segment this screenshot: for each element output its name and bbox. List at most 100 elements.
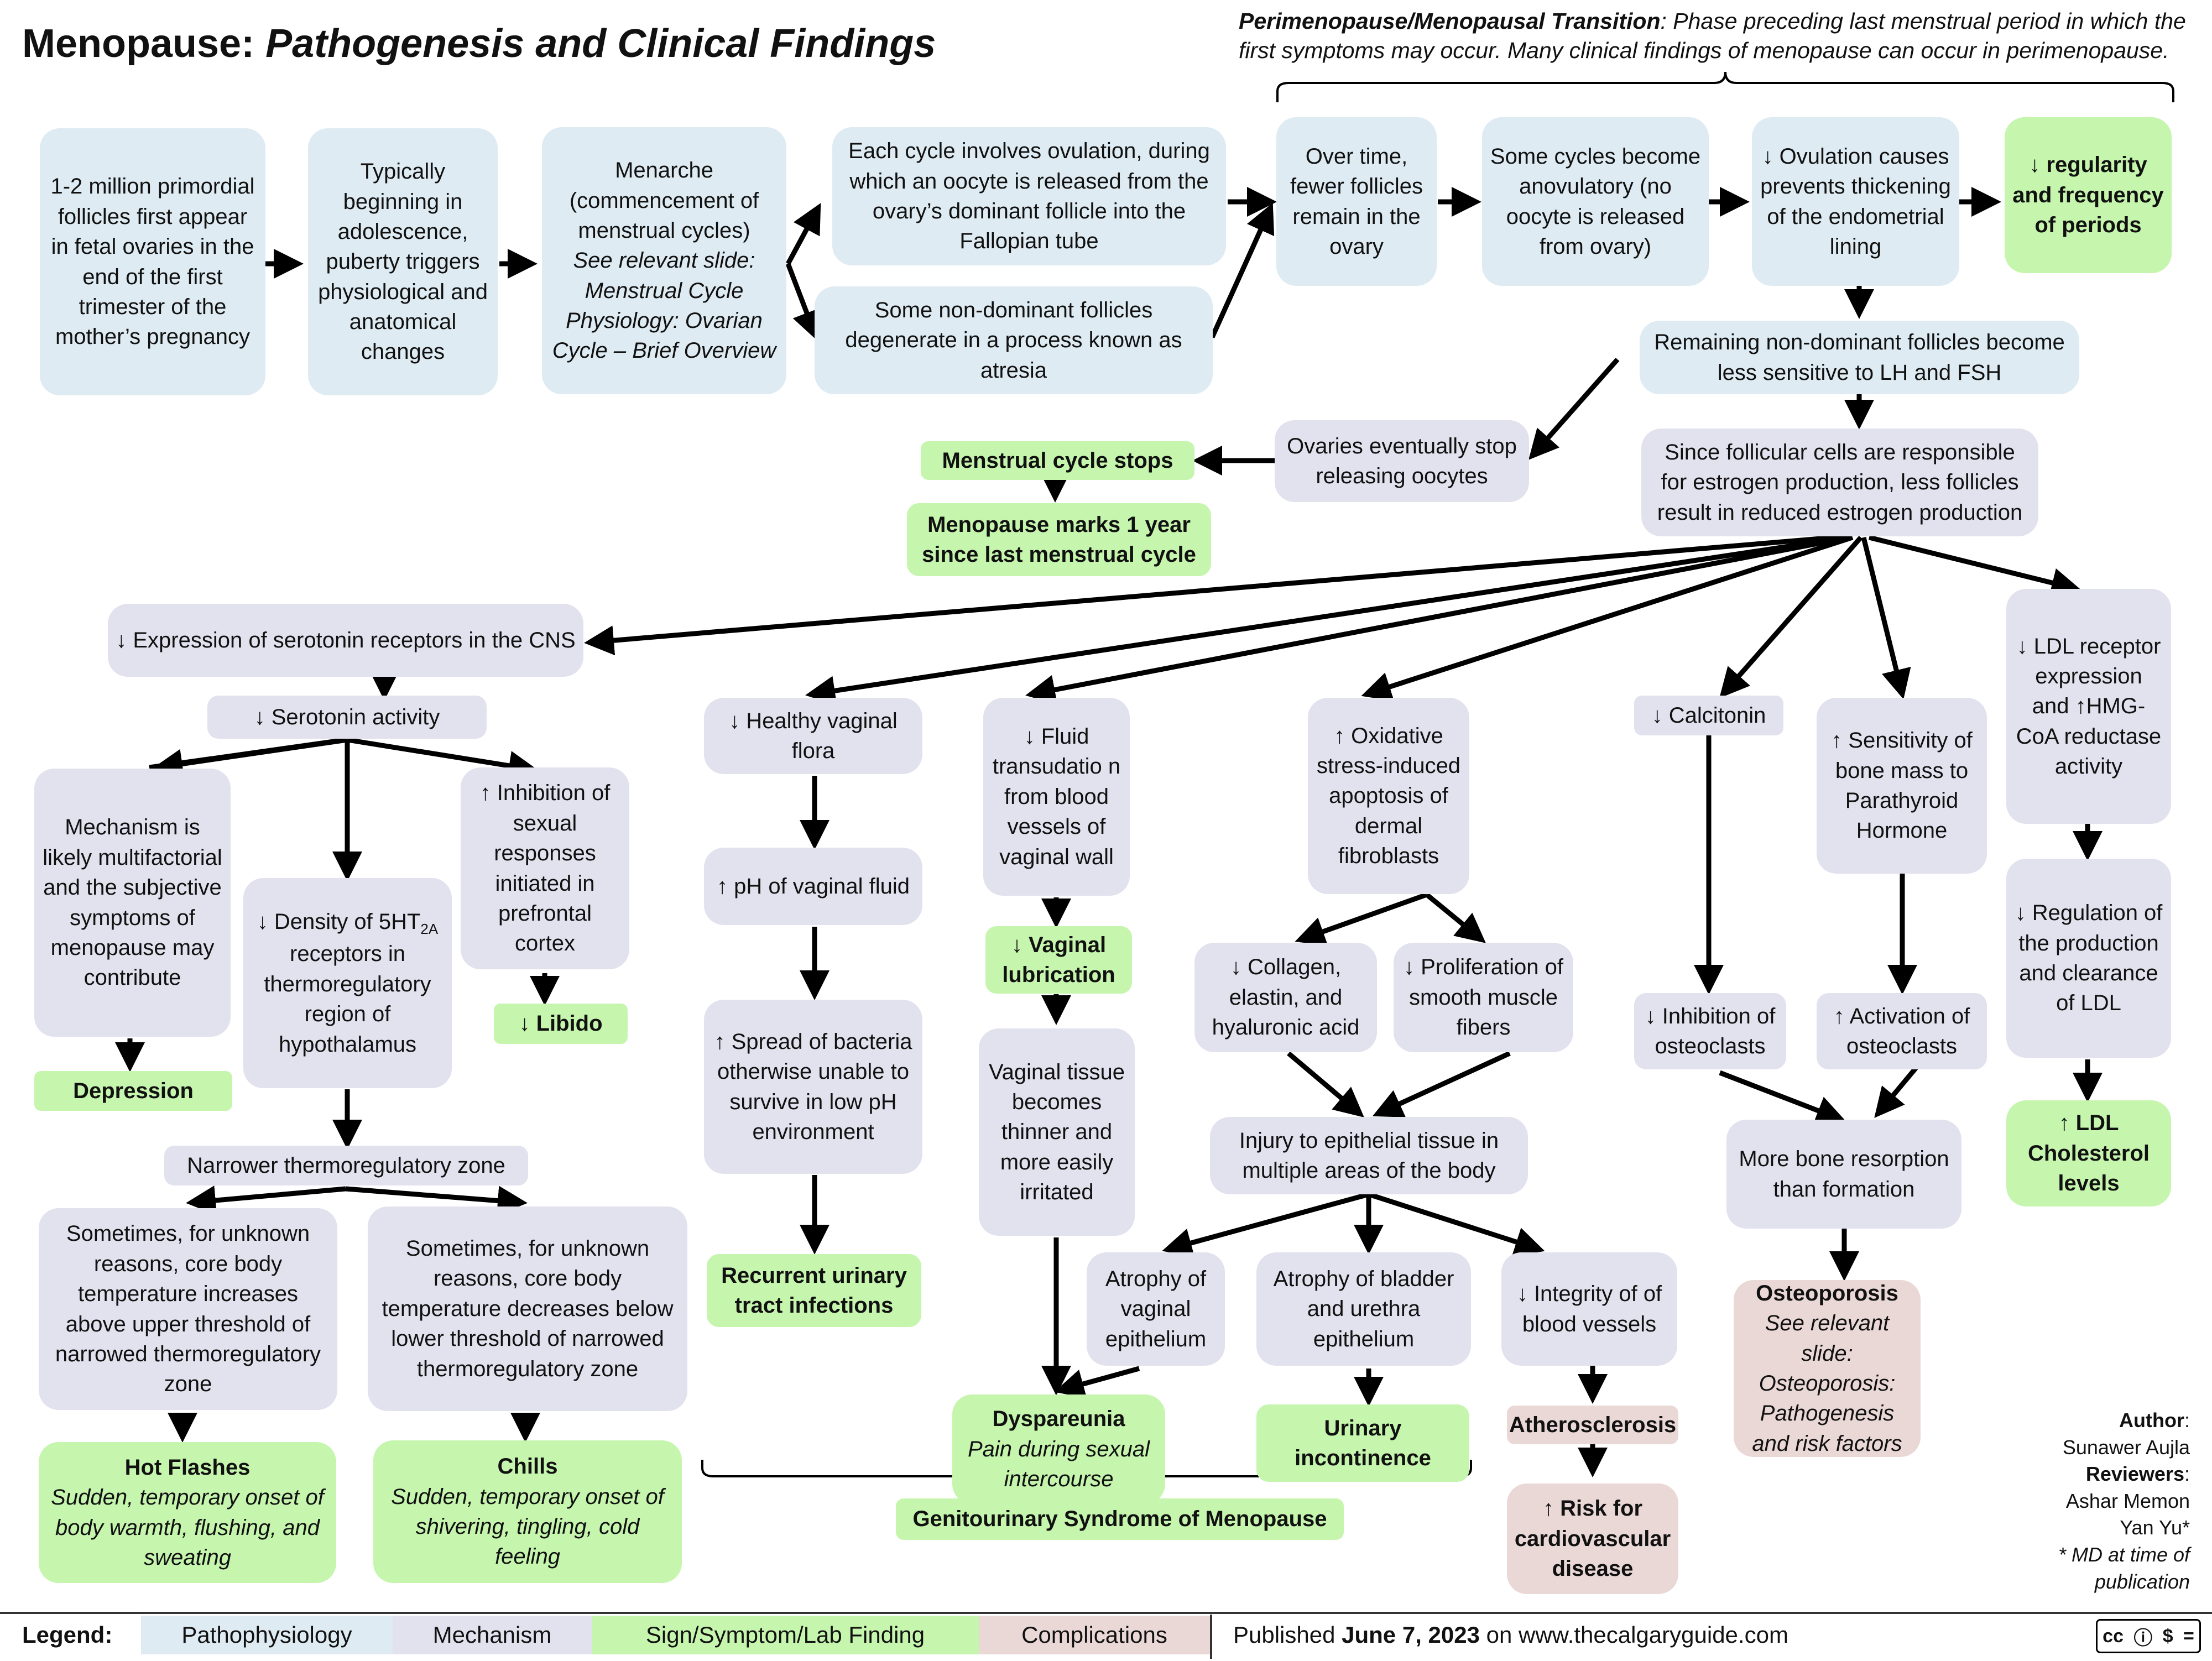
ldl-regulation-box: ↓ Regulation of the production and clear…: [2006, 859, 2171, 1058]
oxidative-stress-box: ↑ Oxidative stress-induced apoptosis of …: [1308, 698, 1469, 894]
activation-osteoclasts-text: ↑ Activation of osteoclasts: [1833, 1004, 1970, 1058]
ph-vaginal-box: ↑ pH of vaginal fluid: [704, 848, 922, 925]
reviewers-label: Reviewers: [2085, 1462, 2184, 1486]
ldl-regulation-text: ↓ Regulation of the production and clear…: [2015, 901, 2163, 1016]
fetal-follicles-box: 1-2 million primordial follicles first a…: [40, 128, 265, 395]
legend-label: Legend:: [22, 1622, 113, 1648]
ovulation-down-text: ↓ Ovulation causes prevents thickening o…: [1760, 144, 1951, 259]
fetal-follicles-text: 1-2 million primordial follicles first a…: [50, 174, 255, 349]
collagen-box: ↓ Collagen, elastin, and hyaluronic acid: [1194, 943, 1377, 1052]
fluid-transudation-box: ↓ Fluid transudatio n from blood vessels…: [983, 698, 1130, 896]
title-subtitle: Pathogenesis and Clinical Findings: [265, 22, 936, 66]
dyspareunia-title: Dyspareunia: [992, 1407, 1125, 1432]
hot-flashes-desc: Sudden, temporary onset of body warmth, …: [51, 1485, 324, 1570]
bone-resorption-text: More bone resorption than formation: [1739, 1147, 1949, 1202]
serotonin-activity-text: ↓ Serotonin activity: [254, 704, 440, 729]
estrogen-text: Since follicular cells are responsible f…: [1657, 440, 2023, 525]
vaginal-flora-text: ↓ Healthy vaginal flora: [729, 708, 898, 763]
less-sensitive-text: Remaining non-dominant follicles become …: [1654, 330, 2065, 385]
anovulatory-box: Some cycles become anovulatory (no oocyt…: [1482, 117, 1709, 286]
atrophy-vaginal-box: Atrophy of vaginal epithelium: [1087, 1252, 1225, 1366]
ldl-receptor-box: ↓ LDL receptor expression and ↑HMG-CoA r…: [2006, 589, 2171, 824]
md-note: * MD at time of publication: [2058, 1543, 2190, 1593]
integrity-vessels-box: ↓ Integrity of of blood vessels: [1501, 1252, 1677, 1366]
atresia-text: Some non-dominant follicles degenerate i…: [845, 297, 1182, 383]
chills-desc: Sudden, temporary onset of shivering, ti…: [391, 1484, 664, 1569]
spread-bacteria-text: ↑ Spread of bacteria otherwise unable to…: [714, 1029, 912, 1144]
menarche-text: Menarche (commencement of menstrual cycl…: [569, 158, 759, 243]
integrity-vessels-text: ↓ Integrity of of blood vessels: [1516, 1282, 1662, 1336]
atherosclerosis-box: Atherosclerosis: [1507, 1406, 1678, 1444]
puberty-box: Typically beginning in adolescence, pube…: [308, 128, 498, 395]
published-info: Published June 7, 2023 on www.thecalgary…: [1233, 1616, 1897, 1654]
legend-sign: Sign/Symptom/Lab Finding: [592, 1616, 979, 1654]
density-5ht-pre: ↓ Density of 5HT: [257, 910, 421, 934]
narrower-zone-text: Narrower thermoregulatory zone: [187, 1153, 505, 1178]
calcitonin-text: ↓ Calcitonin: [1651, 703, 1766, 728]
regularity-box: ↓ regularity and frequency of periods: [2005, 117, 2172, 273]
temp-decrease-text: Sometimes, for unknown reasons, core bod…: [382, 1236, 674, 1381]
author-name: Sunawer Aujla: [2062, 1435, 2190, 1459]
temp-increase-box: Sometimes, for unknown reasons, core bod…: [39, 1208, 337, 1410]
atrophy-vaginal-text: Atrophy of vaginal epithelium: [1105, 1266, 1207, 1351]
fluid-transudation-text: ↓ Fluid transudatio n from blood vessels…: [992, 724, 1121, 869]
fewer-follicles-text: Over time, fewer follicles remain in the…: [1290, 144, 1423, 259]
multifactorial-box: Mechanism is likely multifactorial and t…: [34, 769, 231, 1037]
multifactorial-text: Mechanism is likely multifactorial and t…: [43, 815, 222, 990]
perimenopause-term: Perimenopause/Menopausal Transition: [1239, 8, 1661, 34]
legend-pathophysiology: Pathophysiology: [141, 1616, 393, 1654]
reviewer-1: Ashar Memon: [2065, 1489, 2190, 1512]
vaginal-lubrication-box: ↓ Vaginal lubrication: [985, 926, 1132, 994]
temp-increase-text: Sometimes, for unknown reasons, core bod…: [55, 1221, 321, 1397]
serotonin-receptors-box: ↓ Expression of serotonin receptors in t…: [108, 604, 583, 677]
cardio-risk-text: ↑ Risk for cardiovascular disease: [1514, 1496, 1671, 1581]
perimenopause-definition: Perimenopause/Menopausal Transition: Pha…: [1239, 7, 2201, 66]
atresia-box: Some non-dominant follicles degenerate i…: [815, 286, 1213, 394]
gsm-box: Genitourinary Syndrome of Menopause: [896, 1498, 1344, 1540]
urinary-incontinence-box: Urinary incontinence: [1256, 1404, 1469, 1482]
menarche-see-slide: See relevant slide: Menstrual Cycle Phys…: [552, 248, 776, 363]
inhibition-sexual-text: ↑ Inhibition of sexual responses initiat…: [479, 781, 611, 956]
temp-decrease-box: Sometimes, for unknown reasons, core bod…: [368, 1206, 687, 1411]
density-5ht-sub: 2A: [420, 921, 439, 938]
perimenopause-text: : Phase preceding last menstrual period …: [1239, 8, 2186, 64]
credits: Author: Sunawer Aujla Reviewers: Ashar M…: [2057, 1407, 2190, 1595]
menopause-marks-text: Menopause marks 1 year since last menstr…: [922, 512, 1196, 567]
osteoporosis-title: Osteoporosis: [1756, 1281, 1898, 1305]
hot-flashes-title: Hot Flashes: [124, 1455, 251, 1480]
bone-resorption-box: More bone resorption than formation: [1726, 1120, 1961, 1229]
legend-bar: [0, 1612, 2212, 1661]
density-5ht-post: receptors in thermoregulatory region of …: [264, 942, 431, 1057]
ovaries-stop-text: Ovaries eventually stop releasing oocyte…: [1287, 433, 1517, 488]
narrower-zone-box: Narrower thermoregulatory zone: [164, 1146, 528, 1185]
urinary-incontinence-text: Urinary incontinence: [1295, 1415, 1431, 1470]
cycle-stops-text: Menstrual cycle stops: [942, 448, 1173, 473]
published-pre: Published: [1233, 1622, 1342, 1648]
uti-text: Recurrent urinary tract infections: [721, 1263, 907, 1318]
chills-title: Chills: [497, 1454, 558, 1479]
ovulation-cycle-text: Each cycle involves ovulation, during wh…: [848, 139, 1210, 254]
inhibition-sexual-box: ↑ Inhibition of sexual responses initiat…: [461, 767, 629, 969]
less-sensitive-box: Remaining non-dominant follicles become …: [1640, 321, 2079, 394]
serotonin-receptors-text: ↓ Expression of serotonin receptors in t…: [116, 628, 576, 652]
ldl-levels-box: ↑ LDL Cholesterol levels: [2006, 1100, 2171, 1206]
osteoporosis-see-slide: See relevant slide: Osteoporosis: Pathog…: [1752, 1311, 1902, 1456]
regularity-text: ↓ regularity and frequency of periods: [2012, 153, 2164, 238]
serotonin-activity-box: ↓ Serotonin activity: [207, 696, 487, 739]
ph-vaginal-text: ↑ pH of vaginal fluid: [716, 874, 910, 899]
vaginal-tissue-text: Vaginal tissue becomes thinner and more …: [988, 1059, 1125, 1205]
cycle-stops-box: Menstrual cycle stops: [921, 441, 1194, 480]
dyspareunia-desc: Pain during sexual intercourse: [967, 1437, 1150, 1492]
published-post: on www.thecalgaryguide.com: [1479, 1622, 1788, 1648]
anovulatory-text: Some cycles become anovulatory (no oocyt…: [1490, 144, 1701, 259]
author-label: Author: [2119, 1409, 2184, 1432]
page-title: Menopause: Pathogenesis and Clinical Fin…: [22, 21, 936, 66]
ldl-levels-text: ↑ LDL Cholesterol levels: [2027, 1111, 2150, 1196]
ovulation-down-box: ↓ Ovulation causes prevents thickening o…: [1752, 117, 1959, 286]
density-5ht-box: ↓ Density of 5HT2A receptors in thermore…: [243, 878, 452, 1088]
reviewer-2: Yan Yu*: [2120, 1516, 2190, 1539]
atherosclerosis-text: Atherosclerosis: [1509, 1412, 1677, 1437]
